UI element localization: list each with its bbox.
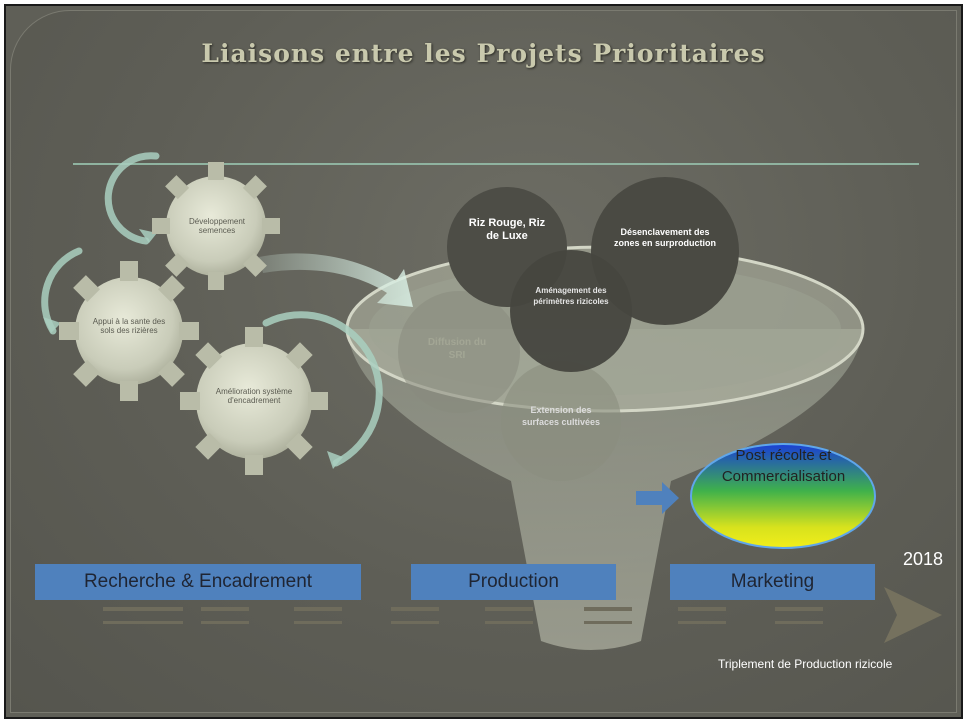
output-ellipse — [690, 443, 876, 549]
circle-amenagement — [510, 250, 632, 372]
label-amenagement: Aménagement des périmètres rizicoles — [533, 286, 609, 306]
output-label-line1: Post récolte et — [735, 447, 832, 464]
feed-arrow — [259, 253, 413, 307]
circle-desenclavement — [591, 177, 739, 325]
slide-title: Liaisons entre les Projets Prioritaires — [201, 39, 766, 68]
slide-frame: Liaisons entre les Projets Prioritaires — [4, 4, 963, 719]
circle-diffusion-sri — [398, 291, 520, 413]
output-label-line2: Commercialisation — [721, 468, 846, 485]
output-label: Post récolte et Commercialisation — [693, 445, 874, 487]
gear-encadrement — [180, 327, 328, 475]
gear-label-soil-health: Appui à la sante des sols des rizières — [92, 317, 166, 335]
circle-extension — [501, 361, 621, 481]
output-arrow — [636, 482, 679, 514]
label-desenclavement: Désenclavement des zones en surproductio… — [613, 227, 716, 248]
gear-development — [152, 162, 280, 290]
label-riz-rouge: Riz Rouge, Riz de Luxe — [468, 217, 546, 242]
label-extension: Extension des surfaces cultivées — [521, 405, 601, 427]
gear-soil-health — [59, 261, 199, 401]
title-divider — [73, 163, 919, 165]
stage-recherche: Recherche & Encadrement — [35, 564, 361, 600]
label-diffusion-sri: Diffusion du SRI — [427, 337, 487, 361]
diagram-artwork — [41, 152, 942, 650]
timeline-caption: Triplement de Production rizicole — [718, 657, 893, 671]
slide-panel: Liaisons entre les Projets Prioritaires — [10, 10, 957, 713]
stage-marketing: Marketing — [670, 564, 875, 600]
timeline-year: 2018 — [903, 549, 944, 569]
stage-production: Production — [411, 564, 616, 600]
timeline-arrowhead — [884, 587, 942, 643]
gear-label-development: Développement semences — [188, 217, 246, 235]
gear-label-encadrement: Amélioration système d'encadrement — [215, 387, 293, 405]
